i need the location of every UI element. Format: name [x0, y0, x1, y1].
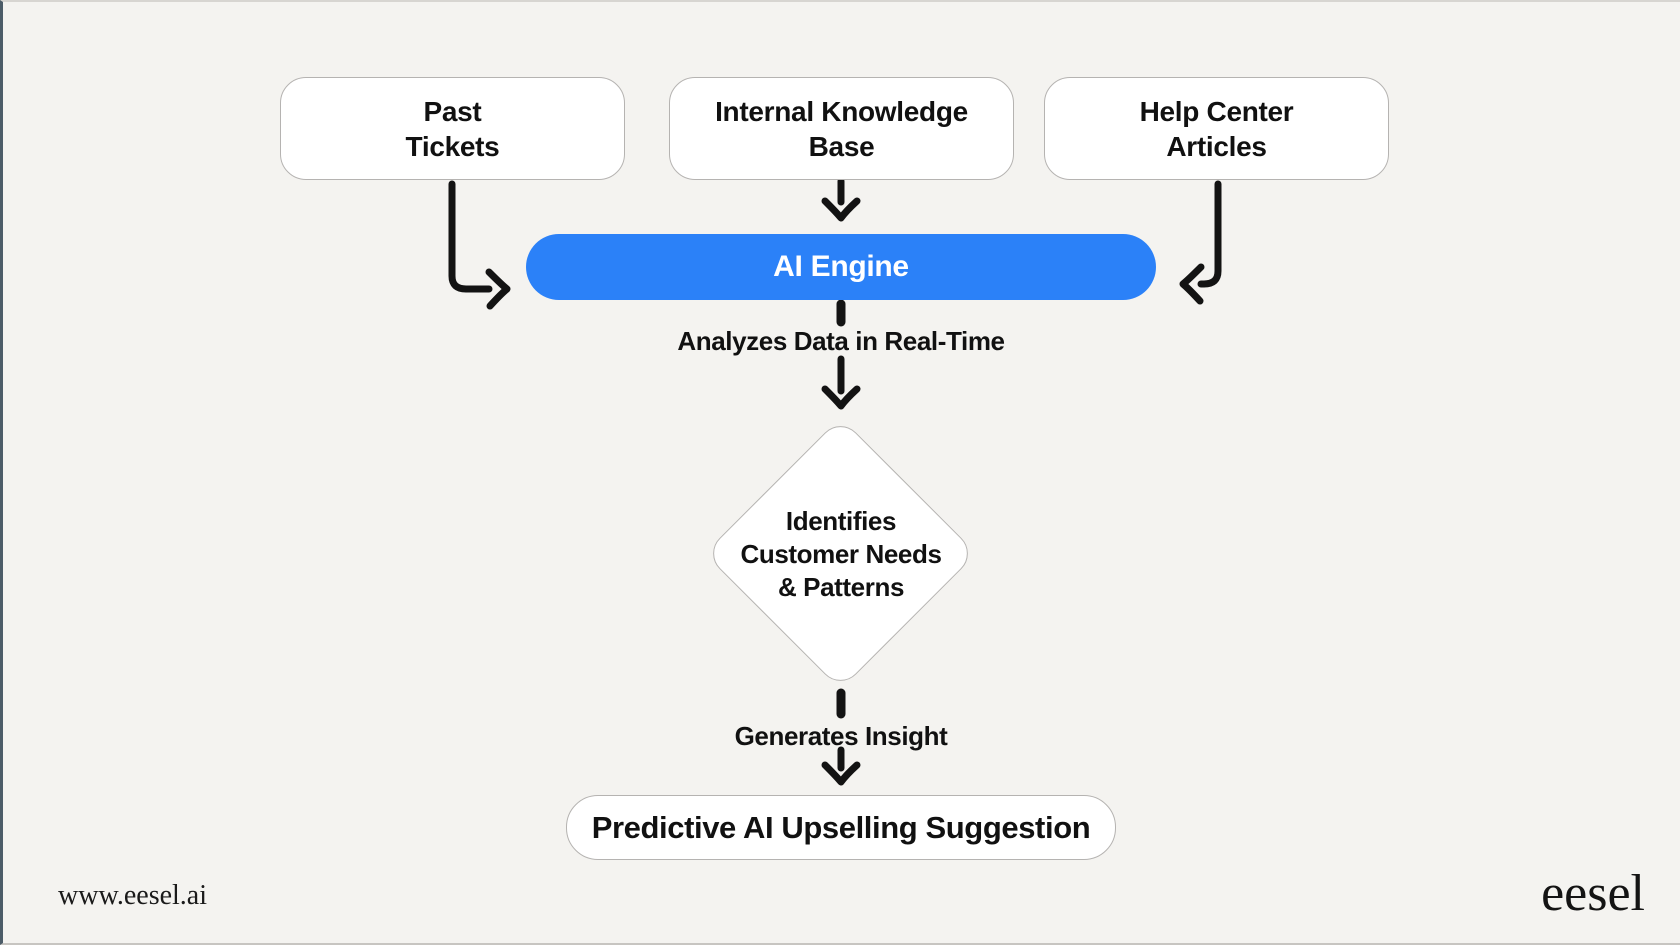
ai-engine-label: AI Engine — [773, 250, 909, 283]
label-generates-insight: Generates Insight — [734, 721, 948, 751]
arrow-left-icon — [1179, 263, 1205, 305]
arrow-down-icon — [821, 761, 861, 786]
decision-label-line: Customer Needs — [740, 538, 942, 569]
node-label-line: Internal Knowledge — [715, 95, 968, 127]
decision-label-line: & Patterns — [777, 571, 905, 602]
label-analyzes-data: Analyzes Data in Real-Time — [677, 326, 1005, 356]
result-label: Predictive AI Upselling Suggestion — [591, 809, 1091, 845]
connector-past-tickets-to-ai-engine — [448, 180, 493, 293]
node-label-line: Tickets — [405, 130, 500, 162]
node-label-line: Articles — [1166, 130, 1267, 162]
arrow-down-icon — [821, 385, 861, 410]
decision-label: Identifies Customer Needs & Patterns — [704, 417, 978, 691]
eesel-logo: eesel — [1541, 865, 1645, 922]
arrow-down-icon — [821, 197, 861, 222]
node-help-center-articles: Help Center Articles — [1044, 77, 1389, 180]
connector-help-center-to-ai-engine — [1197, 180, 1222, 288]
node-label-line: Help Center — [1139, 95, 1294, 127]
node-internal-knowledge-base: Internal Knowledge Base — [669, 77, 1014, 180]
node-label-line: Past — [423, 95, 482, 127]
node-past-tickets: Past Tickets — [280, 77, 625, 180]
arrow-right-icon — [485, 268, 511, 310]
node-decision-diamond: Identifies Customer Needs & Patterns — [704, 417, 978, 691]
decision-label-line: Identifies — [785, 505, 897, 536]
footer-url: www.eesel.ai — [58, 880, 208, 911]
node-predictive-suggestion: Predictive AI Upselling Suggestion — [566, 795, 1116, 860]
node-label-line: Base — [808, 130, 875, 162]
node-ai-engine: AI Engine — [526, 234, 1156, 300]
